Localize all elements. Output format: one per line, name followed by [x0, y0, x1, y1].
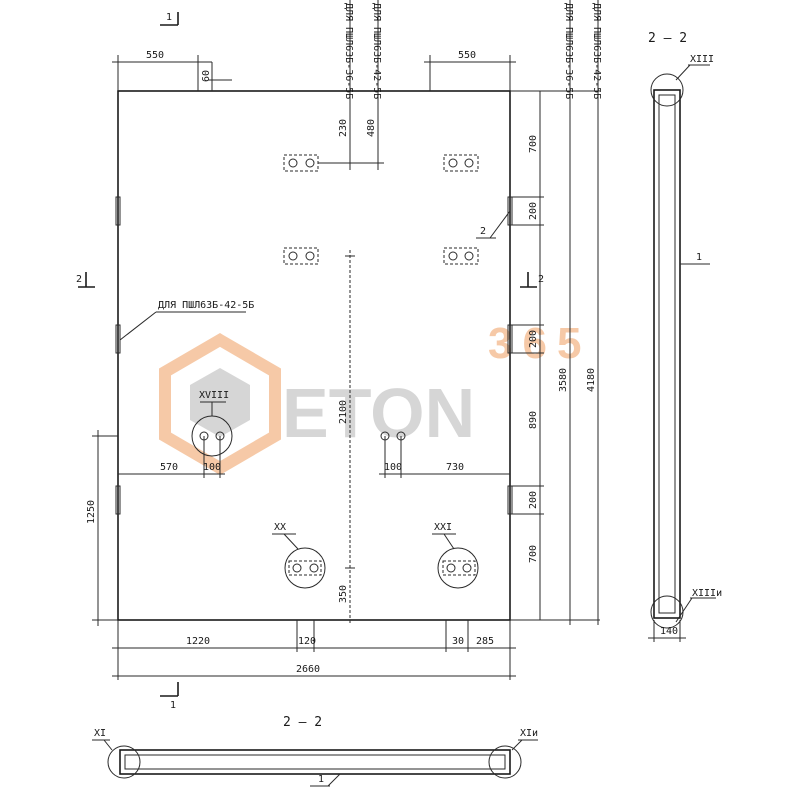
- callout-1-bottom-label: 1: [318, 774, 324, 785]
- dim-480: 480: [366, 119, 377, 137]
- label-pipe-36-top: ДЛЯ ПШЛ63Б-36-5Б: [343, 3, 354, 99]
- node-label-xi-left: XI: [94, 728, 106, 739]
- dim-right-200-1: 200: [528, 202, 539, 220]
- section-marker-2-right: [520, 272, 537, 288]
- dim-left-1250: 1250: [86, 500, 97, 524]
- section-1-top-label: 1: [166, 12, 172, 23]
- top-dimension-lines: [112, 0, 516, 170]
- bottom-dimension-lines: [112, 620, 516, 680]
- panel-outline: [117, 90, 511, 621]
- dim-right-200-3: 200: [528, 491, 539, 509]
- dim-1220: 1220: [186, 636, 210, 647]
- dim-2100: 2100: [338, 400, 349, 424]
- dim-top-60: 60: [201, 70, 212, 82]
- node-circle-xx: [272, 533, 326, 589]
- dim-100-left: 100: [203, 462, 221, 473]
- dim-30: 30: [452, 636, 464, 647]
- bottom-section-title: 2 – 2: [283, 715, 322, 730]
- section-marker-1-top: [160, 12, 179, 26]
- watermark-brand: ETON: [282, 374, 475, 452]
- dim-right-700-bottom: 700: [528, 545, 539, 563]
- callout-1-side-label: 1: [696, 252, 702, 263]
- dim-top-left-550: 550: [146, 50, 164, 61]
- dim-230: 230: [338, 119, 349, 137]
- hole-pair-top-right: [443, 154, 479, 172]
- dim-4180: 4180: [586, 368, 597, 392]
- node-circle-xxi: [432, 533, 479, 589]
- label-pipe-42-right: ДЛЯ ПШЛ63Б-42-5Б: [591, 3, 602, 99]
- dim-570: 570: [160, 462, 178, 473]
- label-pipe-42-top: ДЛЯ ПШЛ63Б-42-5Б: [371, 3, 382, 99]
- node-label-xxi: XXI: [434, 522, 452, 533]
- section-marker-2-left: [78, 272, 95, 288]
- dim-2660: 2660: [296, 664, 320, 675]
- right-dimension-lines: [510, 0, 600, 625]
- left-insert-1: [115, 196, 121, 226]
- section-1-bottom-label: 1: [170, 700, 176, 711]
- dim-100-right: 100: [384, 462, 402, 473]
- left-insert-2: [115, 324, 121, 354]
- hole-pair-top-left: [283, 154, 319, 172]
- bottom-section-profile: [92, 739, 538, 787]
- section-2-right-label: 2: [538, 274, 544, 285]
- watermark-number: 365: [488, 319, 591, 368]
- hole-pair-mid-right: [443, 247, 479, 265]
- dim-right-700-top: 700: [528, 135, 539, 153]
- node-label-xiii-top: XIII: [690, 54, 714, 65]
- dim-3580: 3580: [558, 368, 569, 392]
- side-section-profile: [648, 64, 716, 642]
- side-section-title: 2 – 2: [648, 31, 687, 46]
- node-circle-viii: [191, 401, 233, 457]
- callout-2-leader: [476, 210, 511, 239]
- dim-top-right-550: 550: [458, 50, 476, 61]
- left-insert-leader: [119, 311, 246, 341]
- dim-120: 120: [298, 636, 316, 647]
- node-label-xi-right: XIи: [520, 728, 538, 739]
- dim-right-200-2: 200: [528, 330, 539, 348]
- node-label-xx: XX: [274, 522, 286, 533]
- left-insert-label: ДЛЯ ПШЛ63Б-42-5Б: [158, 300, 254, 311]
- hole-pair-mid-left: [283, 247, 319, 265]
- left-dimension-lines: [92, 430, 510, 626]
- dim-730: 730: [446, 462, 464, 473]
- dim-285: 285: [476, 636, 494, 647]
- section-marker-1-bottom: [160, 682, 179, 697]
- section-2-left-label: 2: [76, 274, 82, 285]
- dim-140: 140: [660, 626, 678, 637]
- label-pipe-36-right: ДЛЯ ПШЛ63Б-36-5Б: [563, 3, 574, 99]
- dim-350: 350: [338, 585, 349, 603]
- node-label-viii: XVIII: [199, 390, 229, 401]
- dim-right-890: 890: [528, 411, 539, 429]
- callout-2-label: 2: [480, 226, 486, 237]
- node-label-xiii-bottom: XIIIи: [692, 588, 722, 599]
- left-insert-3: [115, 485, 121, 515]
